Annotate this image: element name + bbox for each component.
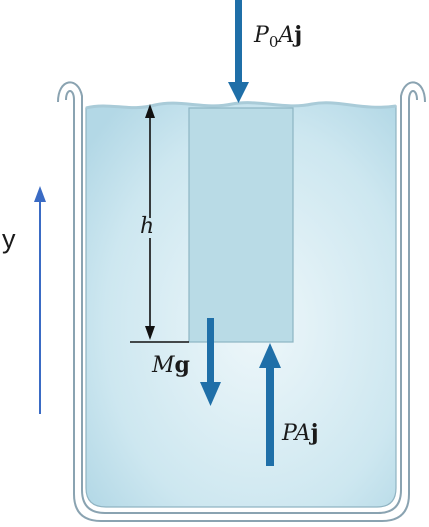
- submerged-block: [188, 107, 294, 343]
- beaker-outer-wall: [57, 81, 426, 514]
- y-axis-arrow: [34, 186, 46, 414]
- buoyant-force-label: PAj: [281, 420, 319, 446]
- beaker: [57, 81, 426, 522]
- buoyant-force-arrow: [259, 343, 281, 466]
- height-arrowhead-bottom: [145, 326, 155, 340]
- top-force-arrow: [228, 0, 249, 103]
- height-label: h: [140, 214, 154, 239]
- water-surface: [85, 101, 397, 110]
- weight-arrow: [200, 318, 221, 406]
- height-arrowhead-top: [145, 104, 155, 118]
- top-force-label: P0Aj: [253, 22, 302, 51]
- weight-label: Mg: [151, 352, 190, 378]
- y-axis-label: y: [2, 224, 16, 254]
- height-dimension: [130, 104, 189, 343]
- beaker-inner-wall: [65, 90, 418, 522]
